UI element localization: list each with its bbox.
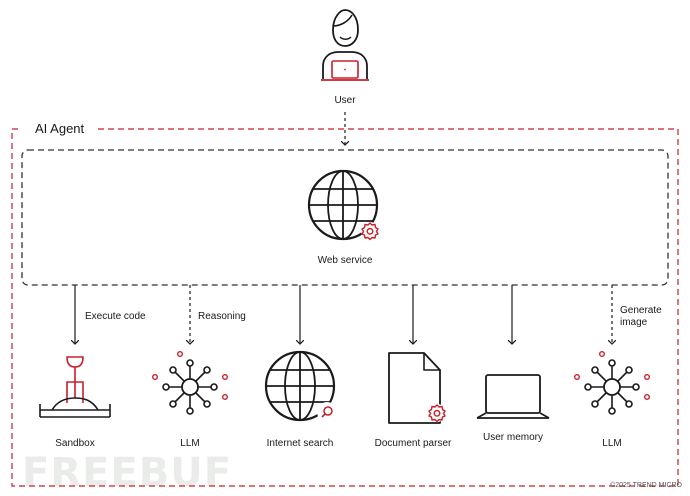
llm-network-icon (151, 350, 229, 415)
ai-agent-boundary (11, 128, 679, 487)
reasoning-label: Reasoning (198, 311, 246, 322)
internet-search-label: Internet search (267, 438, 334, 449)
user-icon (321, 9, 369, 81)
generate-image-label-line2: image (620, 317, 648, 328)
magnifier-icon (317, 402, 337, 422)
laptop-icon (476, 374, 550, 419)
document-parser-label: Document parser (375, 438, 452, 449)
sandbox-label: Sandbox (55, 438, 94, 449)
llm-label-1: LLM (180, 438, 199, 449)
gear-icon (427, 403, 447, 423)
watermark-text: FREEBUF (22, 450, 232, 496)
web-service-label: Web service (318, 255, 373, 266)
user-memory-label: User memory (483, 432, 543, 443)
generate-image-label-line1: Generate (620, 305, 662, 316)
web-service-boundary (21, 149, 669, 286)
document-icon (388, 352, 441, 424)
copyright: ©2025 TREND MICRO (610, 481, 682, 489)
execute-code-label: Execute code (85, 311, 146, 322)
globe-icon (307, 169, 379, 241)
llm-label-2: LLM (602, 438, 621, 449)
sandbox-icon (39, 356, 111, 418)
llm-network-icon (573, 350, 651, 415)
ai-agent-title: AI Agent (35, 121, 85, 136)
user-label: User (334, 95, 356, 106)
gear-icon (360, 221, 380, 241)
globe-search-icon (264, 350, 336, 422)
